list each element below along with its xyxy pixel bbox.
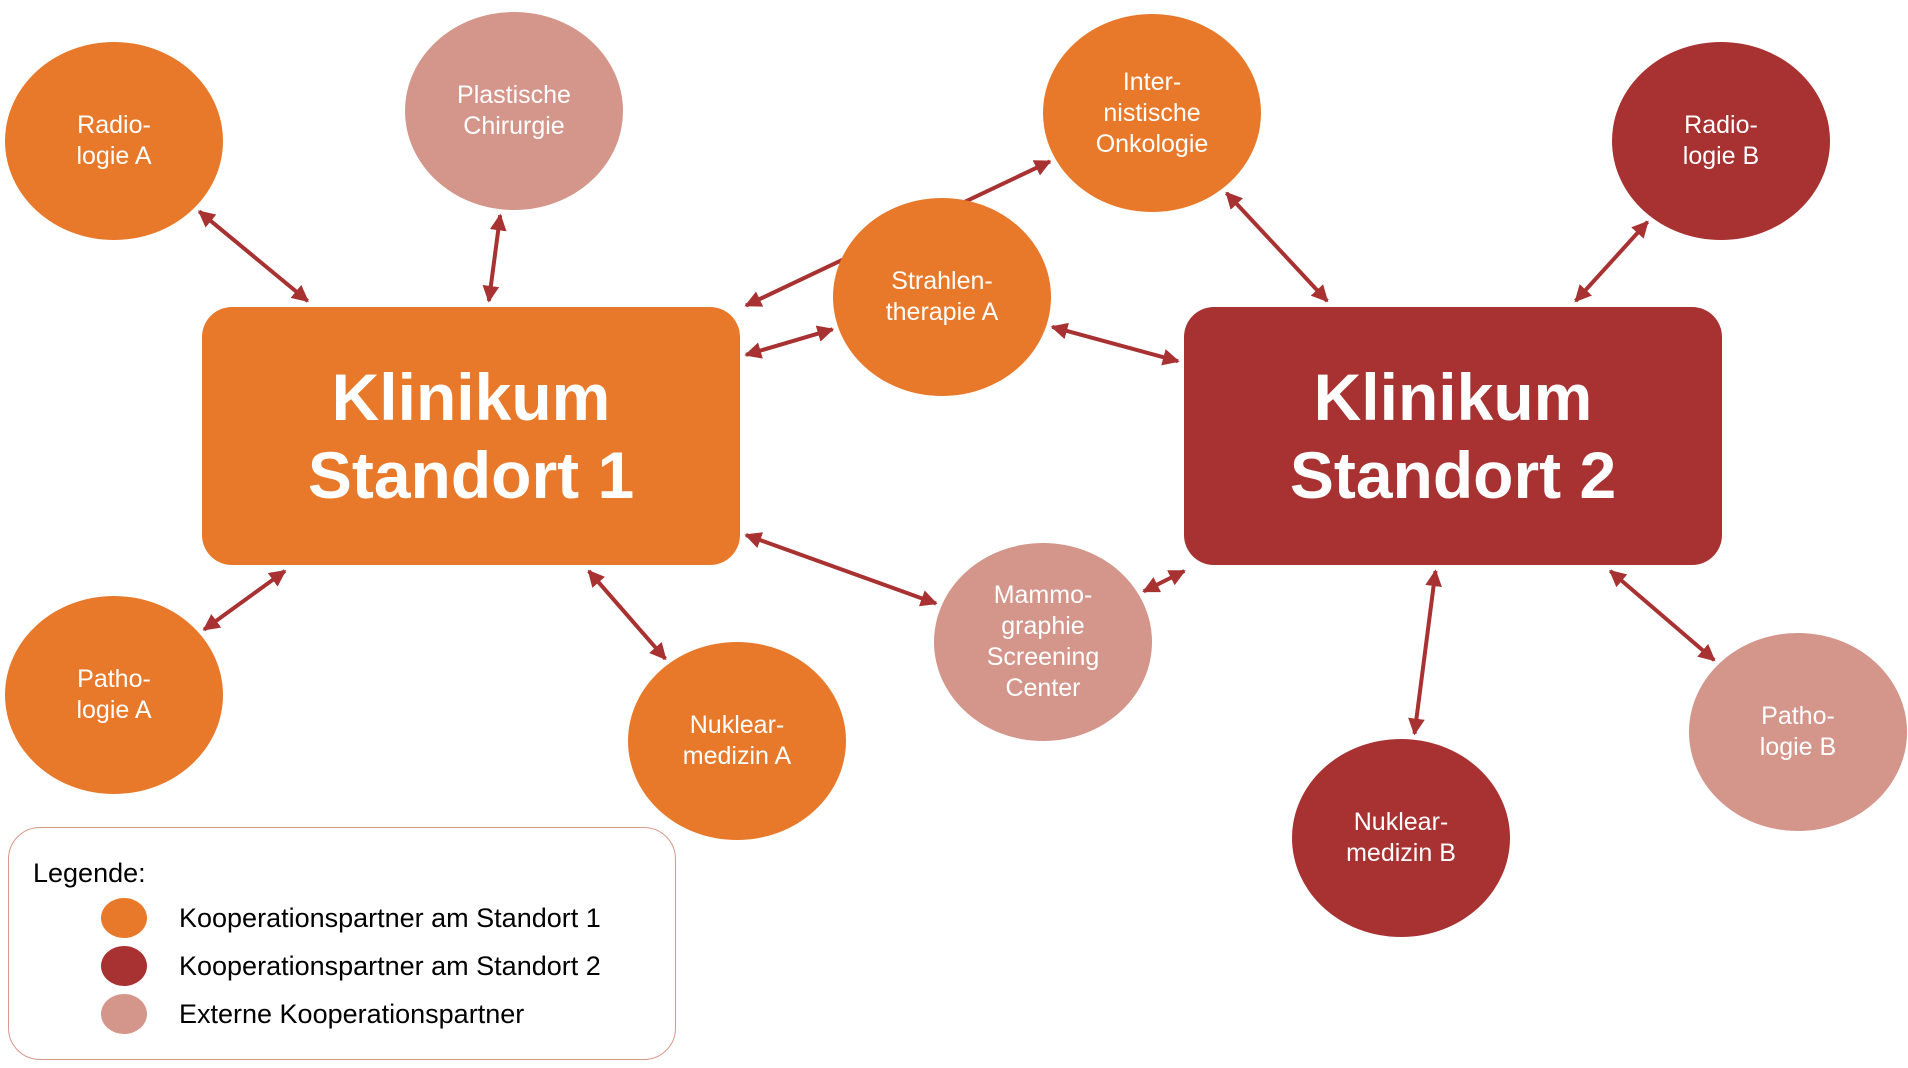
- partner-label: Plastische Chirurgie: [457, 81, 571, 140]
- partner-label: Strahlen- therapie A: [885, 267, 999, 326]
- arrow-nuklearmedizin-a-to-hub1: [587, 569, 667, 661]
- legend-item-standort-2: Kooperationspartner am Standort 2: [101, 946, 601, 986]
- hub-klinikum-standort-2: Klinikum Standort 2: [1184, 307, 1722, 565]
- partner-internistische-onkologie: Inter- nistische Onkologie: [1043, 14, 1261, 212]
- partner-strahlentherapie-a: Strahlen- therapie A: [833, 198, 1051, 396]
- arrow-strahlentherapie-a-to-hub2: [1050, 322, 1180, 366]
- partner-radiologie-a: Radio- logie A: [5, 42, 223, 240]
- partner-nuklearmedizin-a: Nuklear- medizin A: [628, 642, 846, 840]
- arrow-internistische-onkologie-to-hub2: [1225, 191, 1329, 303]
- partner-plastische-chirurgie: Plastische Chirurgie: [405, 12, 623, 210]
- partner-pathologie-a: Patho- logie A: [5, 596, 223, 794]
- arrow-mammographie-screening-center-to-hub2: [1142, 569, 1186, 594]
- hub-klinikum-standort-1: Klinikum Standort 1: [202, 307, 740, 565]
- partner-radiologie-b: Radio- logie B: [1612, 42, 1830, 240]
- partner-label: Radio- logie A: [76, 111, 152, 170]
- partner-label: Patho- logie A: [76, 665, 152, 724]
- arrow-mammographie-screening-center-to-hub1: [744, 532, 938, 607]
- legend-swatch-standort-1: [101, 898, 147, 938]
- partner-mammographie-screening-center: Mammo- graphie Screening Center: [934, 543, 1152, 741]
- partner-label: Inter- nistische Onkologie: [1095, 67, 1209, 158]
- partner-label: Mammo- graphie Screening Center: [986, 581, 1100, 702]
- legend-title: Legende:: [33, 858, 146, 888]
- legend-label: Externe Kooperationspartner: [179, 998, 525, 1029]
- legend: Legende: Kooperationspartner am Standort…: [8, 827, 676, 1060]
- partner-label: Nuklear- medizin B: [1346, 808, 1456, 867]
- partner-label: Radio- logie B: [1682, 111, 1760, 170]
- partner-nuklearmedizin-b: Nuklear- medizin B: [1292, 739, 1510, 937]
- legend-label: Kooperationspartner am Standort 2: [179, 950, 601, 981]
- arrow-pathologie-a-to-hub1: [202, 569, 287, 632]
- arrow-plastische-chirurgie-to-hub1: [482, 213, 507, 303]
- legend-label: Kooperationspartner am Standort 1: [179, 902, 601, 933]
- legend-swatch-standort-2: [101, 946, 147, 986]
- partner-label: Nuklear- medizin A: [682, 711, 792, 770]
- hub-label: Klinikum Standort 2: [1289, 360, 1617, 512]
- arrow-pathologie-b-to-hub2: [1609, 569, 1716, 662]
- arrow-strahlentherapie-a-to-hub1: [744, 325, 835, 359]
- legend-item-extern: Externe Kooperationspartner: [101, 994, 524, 1034]
- partner-pathologie-b: Patho- logie B: [1689, 633, 1907, 831]
- hub-label: Klinikum Standort 1: [307, 360, 635, 512]
- legend-swatch-extern: [101, 994, 147, 1034]
- arrow-nuklearmedizin-b-to-hub2: [1408, 569, 1442, 736]
- legend-item-standort-1: Kooperationspartner am Standort 1: [101, 898, 601, 938]
- partner-label: Patho- logie B: [1759, 702, 1837, 761]
- arrow-radiologie-b-to-hub2: [1574, 220, 1650, 303]
- arrow-radiologie-a-to-hub1: [197, 209, 309, 303]
